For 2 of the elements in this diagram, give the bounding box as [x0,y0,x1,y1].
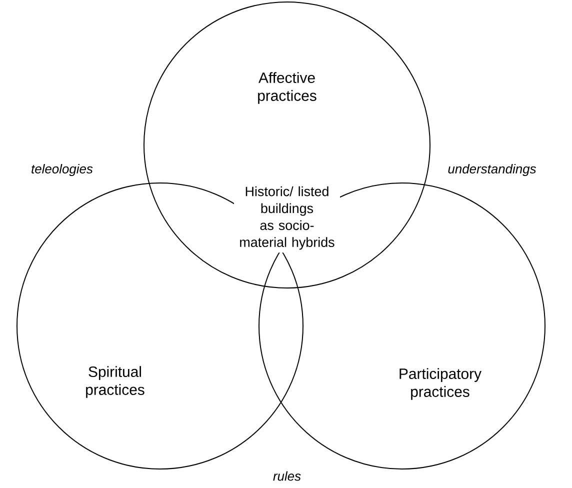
overlap-label: understandings [448,164,536,176]
overlap-label: rules [273,471,301,481]
